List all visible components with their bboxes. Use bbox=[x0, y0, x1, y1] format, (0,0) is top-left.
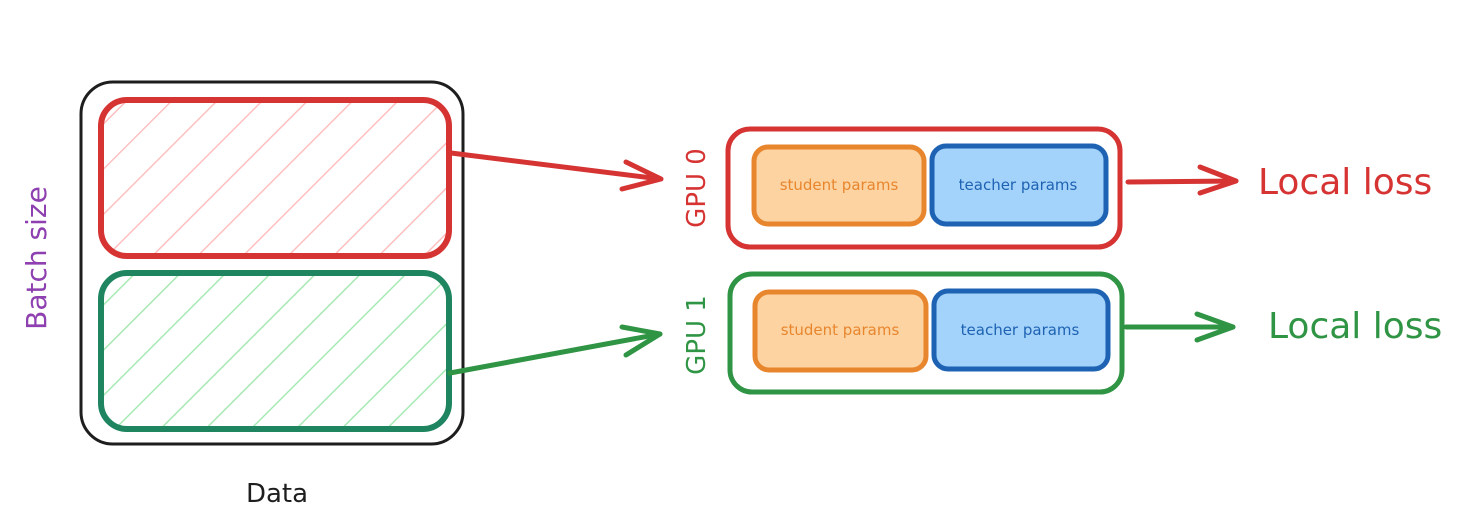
gpu0-student-params-box bbox=[751, 144, 927, 227]
gpu1-student-params-box bbox=[752, 289, 929, 373]
gpu1-student-params-label: student params bbox=[781, 321, 900, 339]
gpu0-box bbox=[725, 126, 1123, 250]
arrow-gpu0-to-loss bbox=[1125, 164, 1239, 196]
gpu0-student-params-label: student params bbox=[780, 176, 899, 194]
arrow-shard1-to-gpu1 bbox=[447, 324, 663, 376]
arrow-gpu1-to-loss bbox=[1123, 311, 1236, 343]
data-shard-gpu0 bbox=[98, 97, 452, 259]
batch-size-label: Batch size bbox=[20, 186, 53, 330]
gpu1-teacher-params-box bbox=[931, 288, 1111, 372]
data-container bbox=[79, 80, 465, 446]
gpu0-teacher-params-box bbox=[929, 143, 1109, 227]
gpu1-teacher-params-label: teacher params bbox=[961, 321, 1080, 339]
data-label: Data bbox=[246, 479, 308, 509]
gpu1-label: GPU 1 bbox=[682, 295, 712, 375]
data-shard-gpu1 bbox=[98, 270, 452, 432]
gpu1-box bbox=[727, 271, 1125, 395]
local-loss-gpu0-label: Local loss bbox=[1258, 162, 1432, 203]
gpu0-teacher-params-label: teacher params bbox=[959, 176, 1078, 194]
gpu0-label: GPU 0 bbox=[682, 148, 712, 228]
arrow-shard0-to-gpu0 bbox=[448, 150, 664, 192]
local-loss-gpu1-label: Local loss bbox=[1268, 306, 1442, 347]
